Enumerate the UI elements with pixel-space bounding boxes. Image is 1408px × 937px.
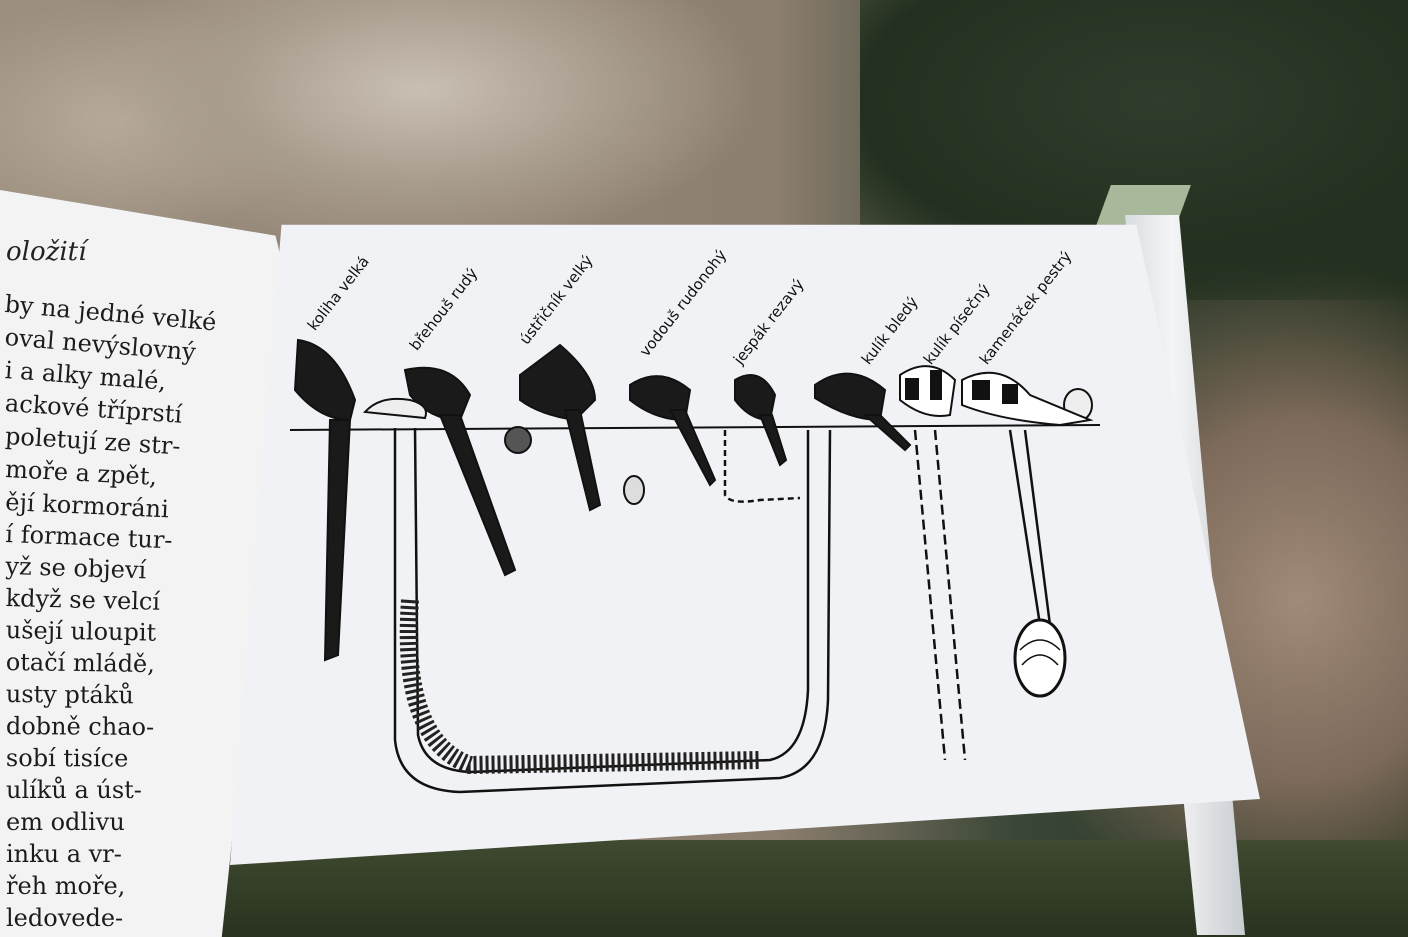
knot-bill	[760, 415, 786, 465]
worm-burrow	[395, 428, 830, 792]
redshank-bill	[670, 410, 715, 485]
small-burrow	[725, 430, 800, 502]
sanderling-head	[815, 374, 885, 420]
sand-surface-line	[290, 425, 1100, 430]
curlew-bill	[325, 420, 350, 660]
clam-shell	[1015, 620, 1065, 696]
shell	[505, 427, 531, 453]
oystercatcher-head	[520, 345, 595, 420]
knot-head	[735, 375, 775, 420]
razor-burrow	[915, 430, 965, 760]
oystercatcher-bill	[565, 410, 600, 510]
sand-mound	[365, 399, 426, 418]
godwit-bill	[440, 415, 515, 575]
shell	[624, 476, 644, 504]
curlew-head	[295, 340, 355, 420]
sanderling-bill	[865, 415, 910, 450]
clam-siphon	[1010, 430, 1050, 625]
lugworm	[409, 600, 760, 765]
